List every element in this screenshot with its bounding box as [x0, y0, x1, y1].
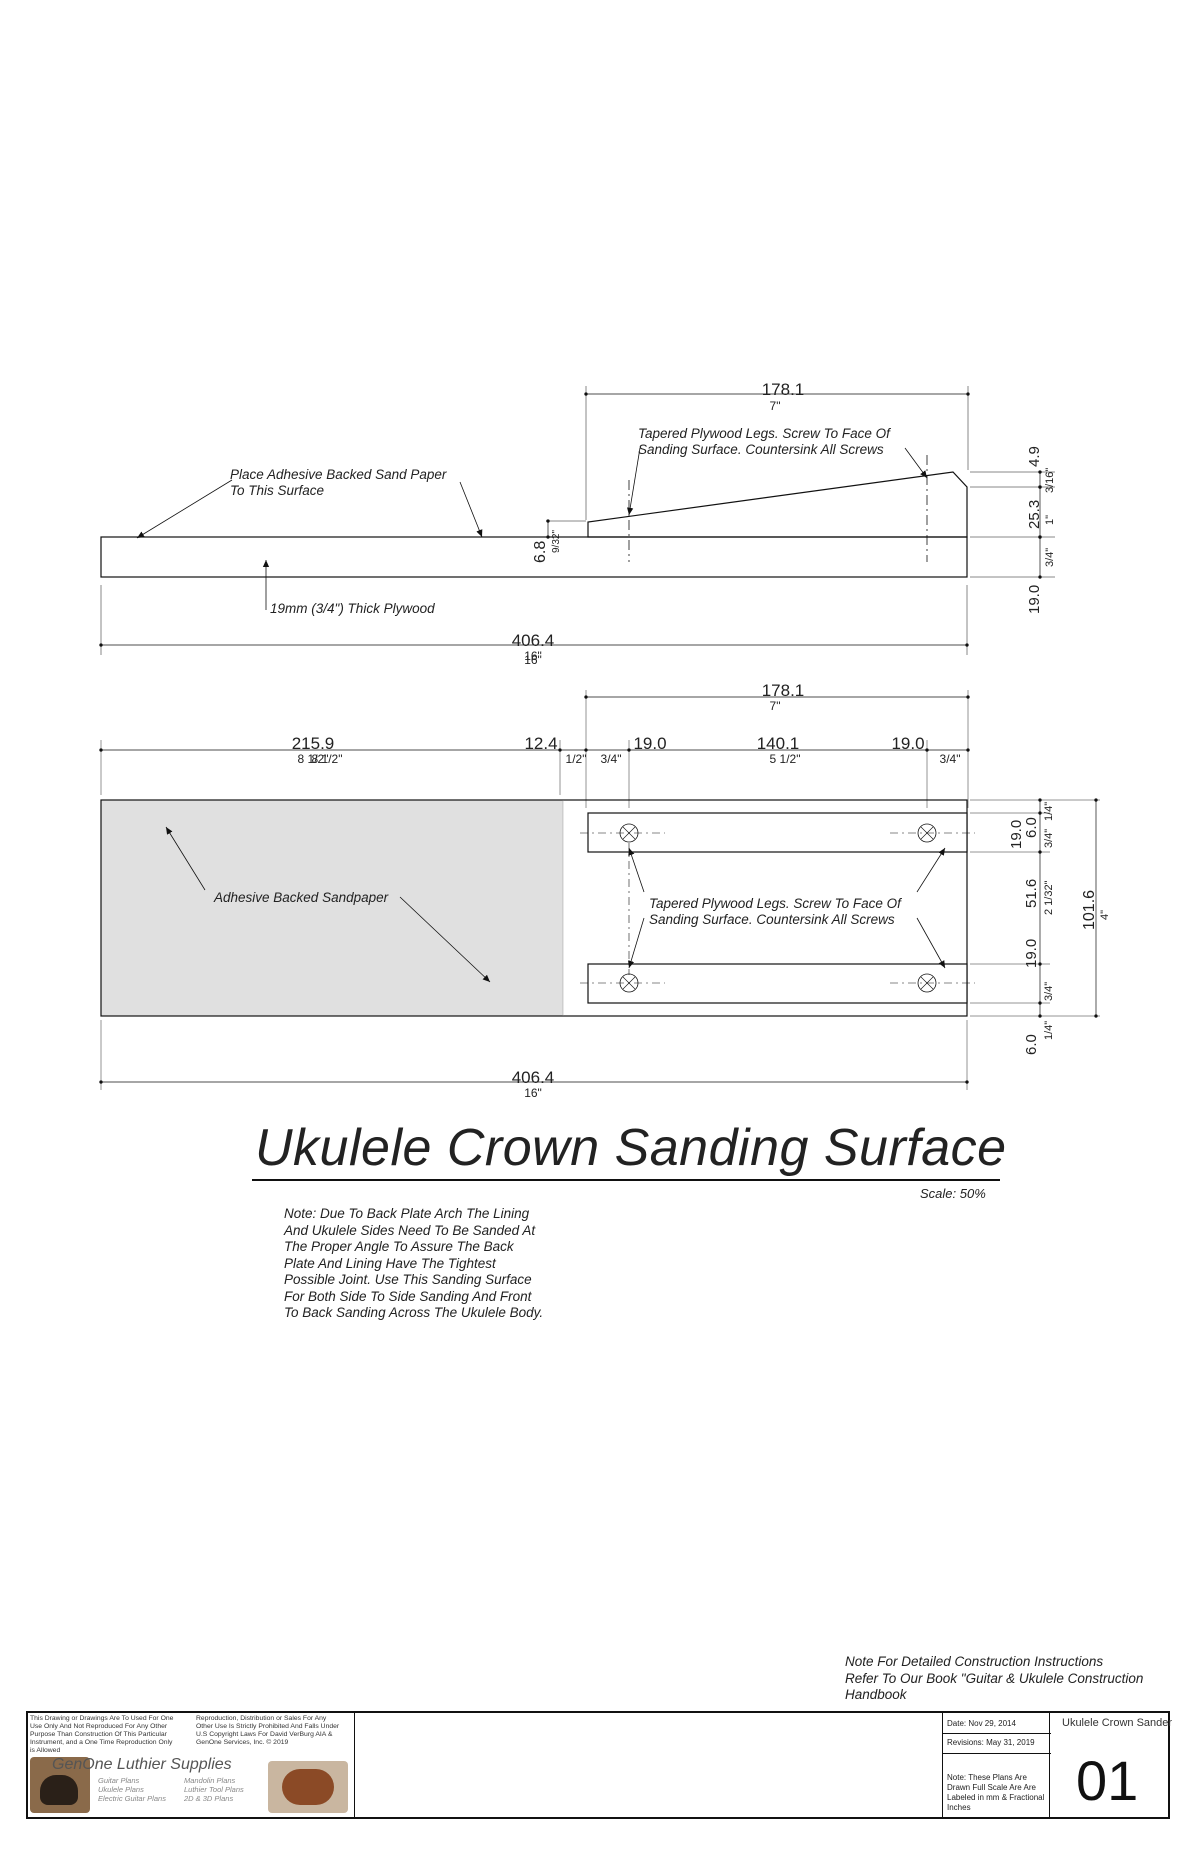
dim-small-in: 9/32": [551, 530, 562, 553]
brand-links-right: Mandolin Plans Luthier Tool Plans 2D & 3…: [184, 1776, 244, 1803]
plywood-base: [100, 536, 968, 578]
note-adhesive-sandpaper: Adhesive Backed Sandpaper: [214, 890, 389, 905]
leg-lower: [587, 963, 968, 1004]
scale-note: Note: These Plans Are Drawn Full Scale A…: [947, 1773, 1045, 1812]
dim-d-in: 5 1/2": [770, 752, 801, 766]
dim-small-mm: 6.8: [532, 541, 549, 563]
guitar-photo: [30, 1757, 90, 1813]
dim-d-mm: 140.1: [757, 734, 800, 753]
dim-total-in: 16": [524, 649, 542, 663]
dim-r2-in: 1": [1044, 515, 1056, 525]
right-19a: 19.0: [1008, 820, 1025, 849]
elevation-view: [99, 386, 1055, 655]
leader-arrow: [916, 847, 946, 893]
dim-r1-mm: 4.9: [1026, 446, 1043, 467]
dim-b-mm: 12.4: [524, 734, 557, 753]
copyright-text-1: This Drawing or Drawings Are To Used For…: [30, 1715, 174, 1754]
title-underline: [252, 1179, 1000, 1181]
dim-c-in: 3/4": [601, 752, 622, 766]
right-34a: 3/4": [1043, 829, 1055, 848]
leader-arrow: [399, 896, 491, 983]
right-4in: 4": [1099, 910, 1111, 920]
dim-a-in-overlap: 8 1/2": [312, 752, 343, 766]
right-34b: 3/4": [1043, 982, 1055, 1001]
right-6a: 6.0: [1023, 817, 1040, 838]
leader-arrow: [136, 479, 233, 539]
dim-r1-in: 3/16": [1044, 468, 1056, 493]
book-reference-note: Note For Detailed Construction Instructi…: [845, 1654, 1144, 1702]
plan-dim-total-in: 16": [524, 1086, 542, 1100]
right-2132: 2 1/32": [1043, 880, 1055, 915]
note-tapered-legs-top: Tapered Plywood Legs. Screw To Face Of S…: [638, 426, 890, 457]
dim-r3-mm: 19.0: [1026, 585, 1043, 614]
right-14a: 1/4": [1043, 802, 1055, 821]
note-tapered-legs-plan: Tapered Plywood Legs. Screw To Face Of S…: [649, 896, 901, 927]
right-14b: 1/4": [1043, 1021, 1055, 1040]
sandpaper-area: [101, 800, 563, 1016]
sanding-board: [100, 799, 968, 1017]
copyright-text-2: Reproduction, Distribution or Sales For …: [196, 1715, 340, 1746]
right-6b: 6.0: [1023, 1034, 1040, 1055]
plan-view: [99, 690, 1100, 1090]
plan-dim-total-mm: 406.4: [512, 1068, 555, 1087]
dim-e-in: 3/4": [940, 752, 961, 766]
dim-total-mm: 406.4: [512, 631, 555, 650]
leader-arrow: [627, 447, 641, 516]
right-19b: 19.0: [1023, 939, 1040, 968]
leader-arrow: [459, 481, 483, 538]
title-block-legal: This Drawing or Drawings Are To Used For…: [28, 1713, 355, 1817]
dim-r3-in: 3/4": [1044, 548, 1056, 567]
leader-arrow: [916, 917, 946, 969]
drawing-title: Ukulele Crown Sanding Surface: [255, 1119, 1007, 1177]
dim-a-mm: 215.9: [292, 734, 335, 753]
dim-legs-in: 7": [770, 399, 781, 413]
right-1016: 101.6: [1081, 890, 1098, 930]
leg-upper: [587, 812, 968, 853]
construction-note: Note: Due To Back Plate Arch The Lining …: [284, 1206, 544, 1320]
brand-name: GenOne Luthier Supplies: [52, 1756, 232, 1773]
sheet-number: 01: [1076, 1749, 1139, 1812]
leader-arrow: [628, 847, 645, 893]
tapered-leg: [587, 471, 968, 538]
ukulele-photo: [268, 1761, 348, 1813]
right-516: 51.6: [1023, 879, 1040, 908]
dim-total-in-overlap: 16": [524, 653, 542, 667]
leader-arrow: [165, 826, 206, 891]
dim-a-in: 8 1/2": [298, 752, 329, 766]
leader-arrow: [628, 917, 645, 969]
revision-date: Revisions: May 31, 2019: [947, 1738, 1035, 1747]
dim-e-mm: 19.0: [891, 734, 924, 753]
brand-links-left: Guitar Plans Ukulele Plans Electric Guit…: [98, 1776, 166, 1803]
note-plywood: 19mm (3/4") Thick Plywood: [270, 601, 435, 616]
drawing-date: Date: Nov 29, 2014: [947, 1719, 1016, 1728]
dim-c-mm: 19.0: [633, 734, 666, 753]
note-sandpaper-surface: Place Adhesive Backed Sand Paper To This…: [230, 467, 447, 498]
sheet-name: Ukulele Crown Sander: [1062, 1717, 1173, 1729]
title-block-meta: Date: Nov 29, 2014 Revisions: May 31, 20…: [942, 1713, 1051, 1817]
dim-b-in: 1/2": [566, 752, 587, 766]
dim-legs-mm: 178.1: [762, 380, 805, 399]
title-block: This Drawing or Drawings Are To Used For…: [26, 1711, 1170, 1819]
leader-arrow: [904, 447, 928, 479]
plan-dim-legs-mm: 178.1: [762, 681, 805, 700]
dim-r2-mm: 25.3: [1026, 500, 1043, 529]
plan-dim-legs-in: 7": [770, 699, 781, 713]
scale-label: Scale: 50%: [920, 1186, 986, 1201]
